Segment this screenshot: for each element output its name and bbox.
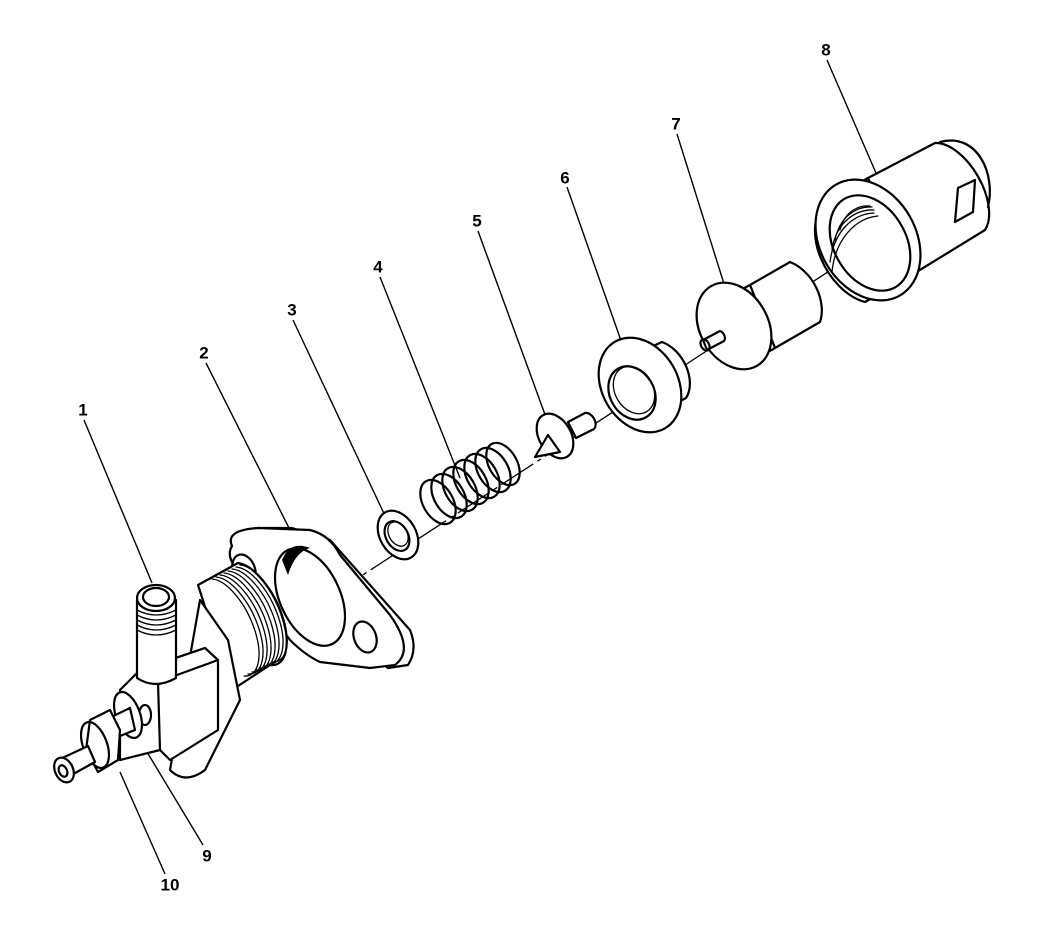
callout-3: 3	[287, 300, 297, 320]
callout-1: 1	[78, 400, 88, 420]
part-2-flange	[228, 526, 415, 670]
part-5-valve	[533, 411, 597, 460]
part-4-spring	[419, 441, 521, 526]
part-1-body	[118, 561, 288, 779]
part-3-washer	[376, 509, 420, 561]
callout-2: 2	[199, 343, 209, 363]
callout-7: 7	[671, 114, 681, 134]
callout-9: 9	[202, 846, 212, 866]
callout-10: 10	[160, 875, 180, 895]
callout-8: 8	[821, 40, 831, 60]
callout-6: 6	[560, 168, 570, 188]
part-9-washer	[103, 690, 144, 742]
part-10-nut	[53, 708, 122, 784]
leader-lines	[83, 59, 877, 875]
part-8-cap-nut	[813, 139, 991, 304]
callout-4: 4	[373, 257, 383, 277]
part-6-valve-seat	[597, 336, 691, 434]
part-7-plunger	[695, 260, 823, 371]
callout-5: 5	[472, 211, 482, 231]
